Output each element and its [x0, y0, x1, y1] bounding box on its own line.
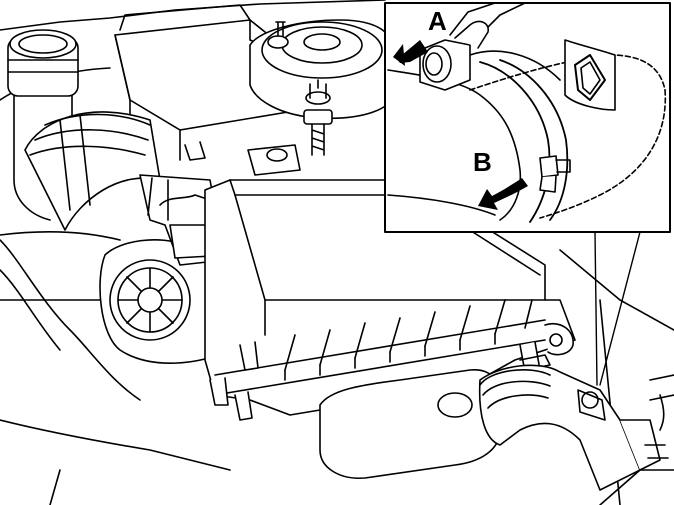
detail-inset-frame: [384, 2, 671, 233]
leader-line-left: [594, 231, 598, 386]
clamp-bolt: [419, 2, 526, 91]
flange-slot: [574, 54, 606, 101]
lower-bracket-edge: [49, 469, 61, 505]
label-a: A: [428, 6, 447, 36]
arrow-b-icon: [478, 178, 528, 210]
leader-line-right: [599, 231, 641, 386]
detail-inset: A B: [384, 2, 671, 233]
lower-crossmember: [0, 419, 231, 471]
air-filter-box: [204, 179, 576, 421]
strut-tower: [249, 19, 396, 120]
label-b: B: [473, 147, 492, 177]
inset-pipe-lower: [387, 194, 496, 216]
right-fender-line: [559, 249, 674, 331]
left-fender-line: [0, 230, 121, 241]
clamp-tab: [539, 155, 559, 178]
reservoir-cap: [7, 29, 79, 221]
hose-clamp-band: [479, 61, 551, 223]
wire-bracket: [184, 141, 206, 161]
mount-flange: [564, 39, 616, 111]
bolts-group: [247, 79, 333, 176]
intake-hose-left: [0, 111, 161, 401]
intake-pipe-right: [478, 364, 674, 491]
